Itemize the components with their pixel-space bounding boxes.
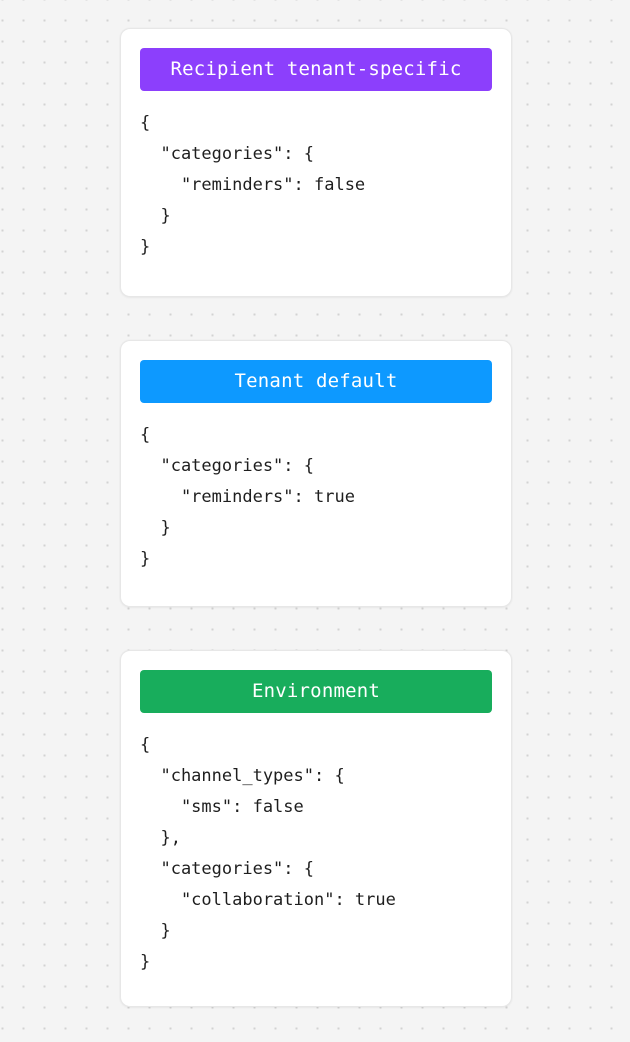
card-code-block-environment: { "channel_types": { "sms": false }, "ca… <box>140 735 396 972</box>
card-title-chip-tenant-default: Tenant default <box>140 360 492 403</box>
card-code-block-tenant-default: { "categories": { "reminders": true } } <box>140 425 355 569</box>
preference-card-environment: Environment { "channel_types": { "sms": … <box>120 650 512 1007</box>
card-title-chip-environment: Environment <box>140 670 492 713</box>
card-code-block-recipient-tenant-specific: { "categories": { "reminders": false } } <box>140 113 366 257</box>
preference-card-recipient-tenant-specific: Recipient tenant-specific { "categories"… <box>120 28 512 297</box>
card-title-chip-recipient-tenant-specific: Recipient tenant-specific <box>140 48 492 91</box>
preference-card-tenant-default: Tenant default { "categories": { "remind… <box>120 340 512 607</box>
